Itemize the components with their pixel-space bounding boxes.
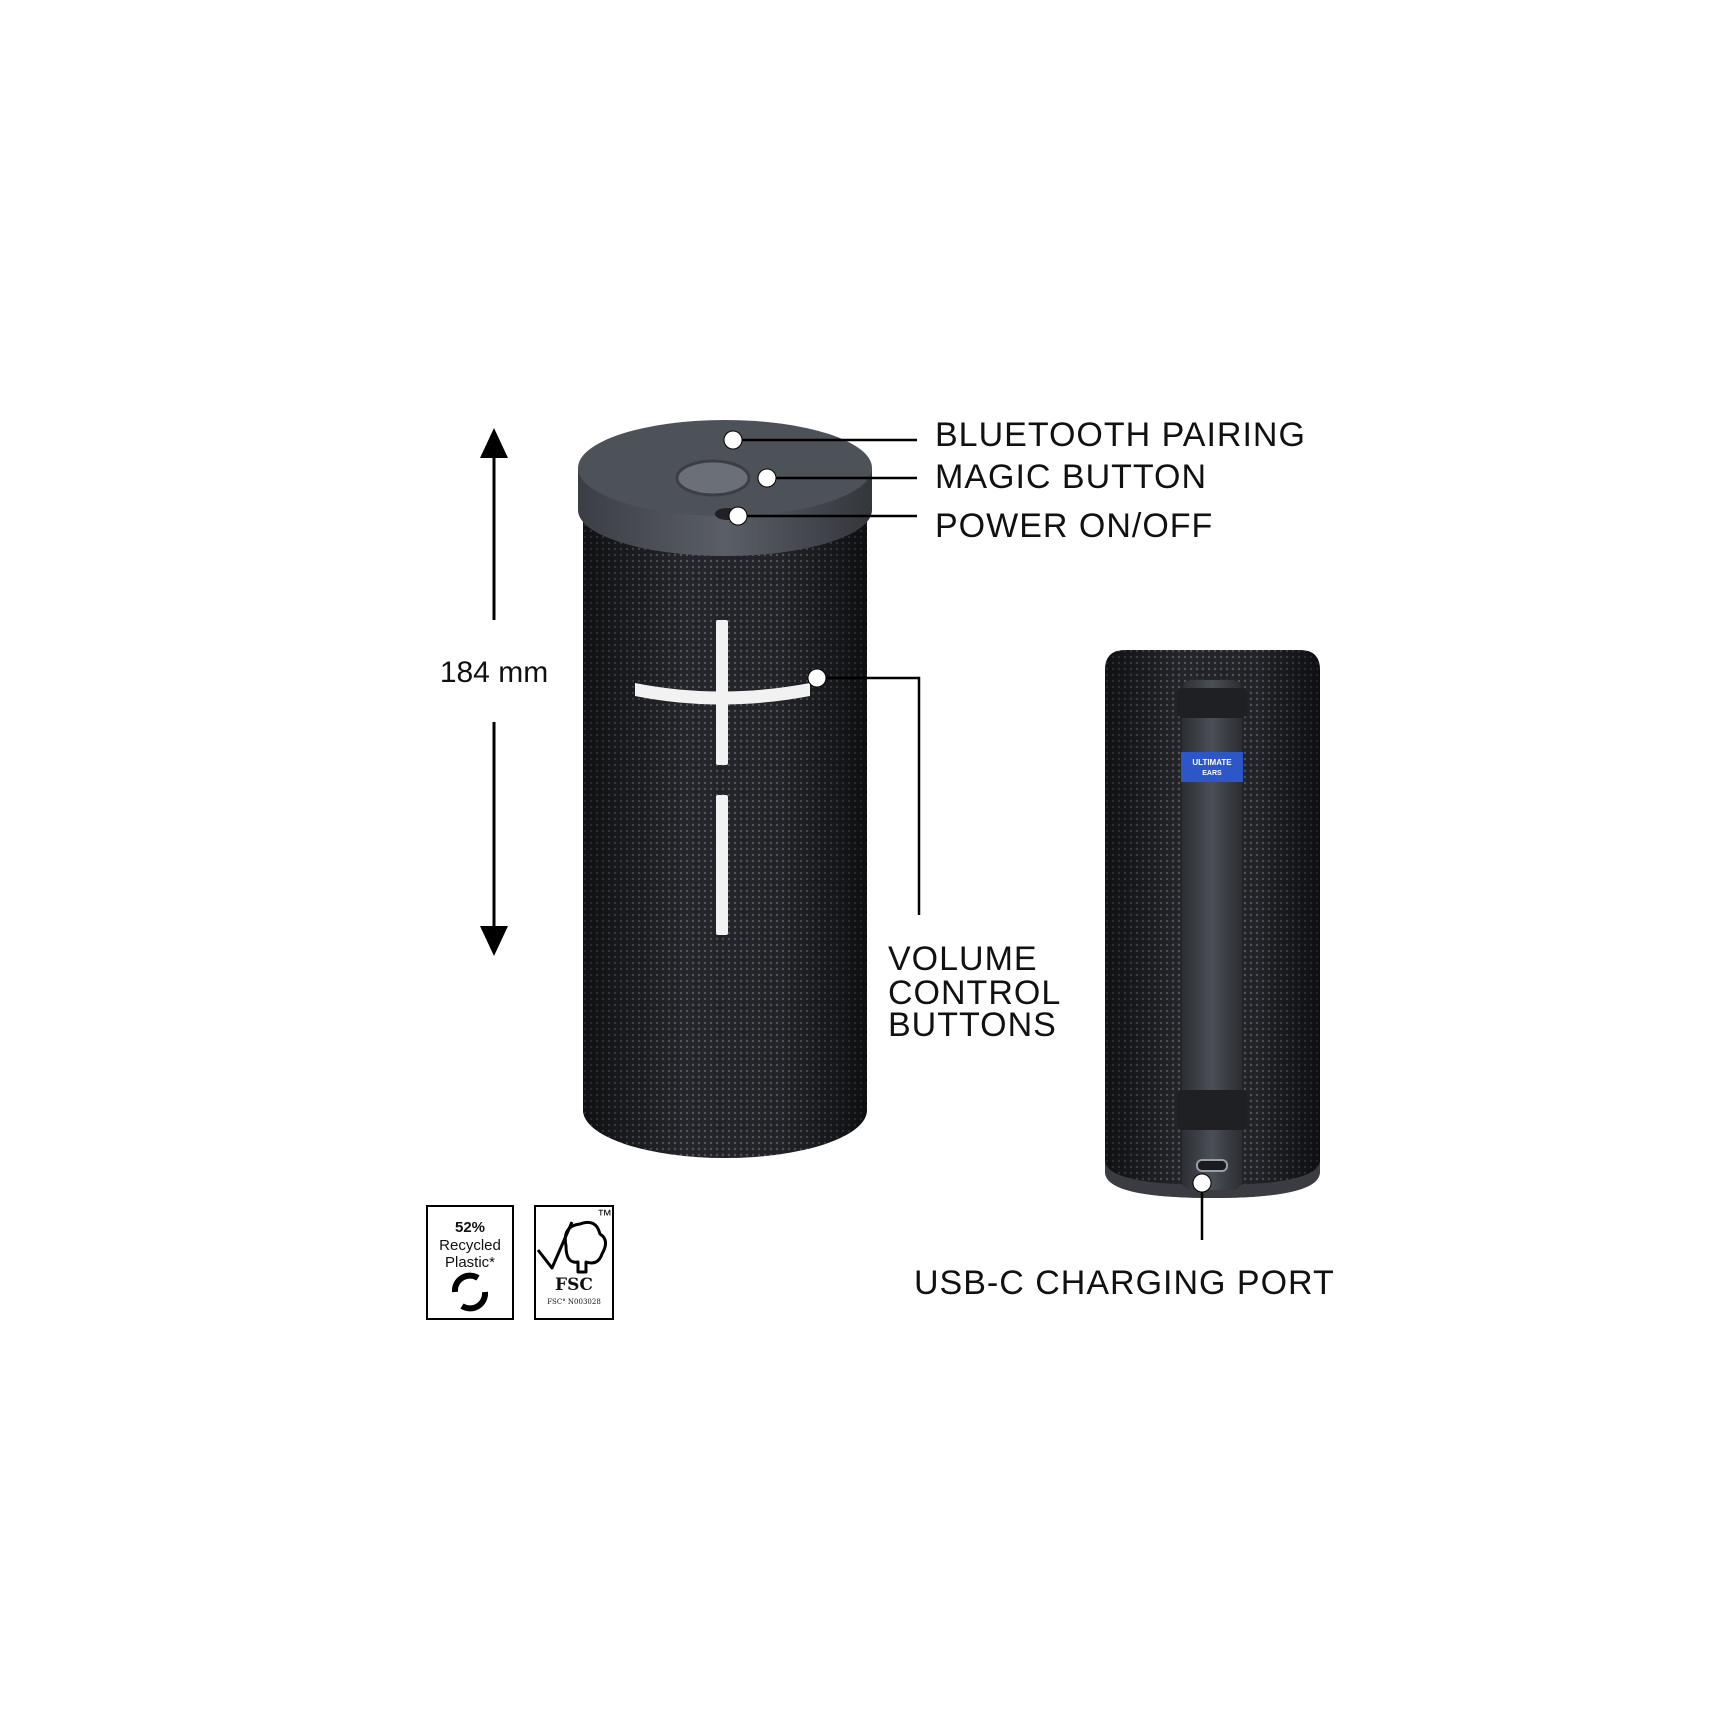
magic-button-dot bbox=[757, 468, 777, 488]
speaker-strap bbox=[1182, 680, 1242, 1190]
fsc-tree-icon bbox=[536, 1220, 607, 1274]
volume-plus-horizontal bbox=[635, 683, 810, 705]
recycled-badge-frame bbox=[426, 1205, 514, 1320]
brand-tag-background bbox=[1181, 752, 1243, 782]
magic-button-label: MAGIC BUTTON bbox=[935, 458, 1207, 496]
power-dot bbox=[728, 506, 748, 526]
bluetooth-dot bbox=[723, 430, 743, 450]
usb-c-port bbox=[1196, 1159, 1228, 1172]
dimension-arrow-up-icon bbox=[480, 428, 508, 458]
recycled-line1: Recycled bbox=[439, 1237, 501, 1254]
recycle-icon bbox=[451, 1272, 489, 1312]
fsc-name: FSC bbox=[555, 1275, 593, 1295]
volume-label-line1: VOLUME bbox=[888, 940, 1038, 978]
dimension-arrow-down-icon bbox=[480, 926, 508, 956]
volume-dot bbox=[807, 668, 827, 688]
fsc-tm: ™ bbox=[597, 1207, 612, 1224]
usb-dot bbox=[1192, 1173, 1212, 1193]
fsc-code: FSC° N003028 bbox=[547, 1298, 601, 1306]
recycled-percent: 52% bbox=[455, 1219, 485, 1236]
volume-label-line2: CONTROL bbox=[888, 974, 1061, 1012]
usb-c-label: USB-C CHARGING PORT bbox=[914, 1264, 1335, 1302]
volume-cross bbox=[635, 620, 810, 935]
volume-minus bbox=[716, 795, 728, 935]
recycled-plastic-badge: 52% Recycled Plastic* bbox=[426, 1205, 514, 1320]
callout-leaders bbox=[733, 438, 1204, 1240]
speaker-front bbox=[578, 420, 872, 1158]
recycled-line2: Plastic* bbox=[445, 1254, 495, 1271]
speaker-back: ULTIMATE EARS bbox=[1105, 650, 1320, 1198]
magic-button-control bbox=[675, 459, 751, 497]
bluetooth-pairing-label: BLUETOOTH PAIRING bbox=[935, 416, 1306, 454]
callout-dots bbox=[723, 430, 1212, 1193]
strap-top-loop bbox=[1177, 688, 1247, 718]
ultimate-ears-tag: ULTIMATE EARS bbox=[1181, 752, 1243, 782]
power-label: POWER ON/OFF bbox=[935, 507, 1213, 545]
height-dimension: 184 mm bbox=[440, 428, 548, 956]
fsc-badge: ™ FSC FSC° N003028 bbox=[534, 1205, 614, 1320]
height-label: 184 mm bbox=[440, 656, 548, 689]
brand-tag-line1: ULTIMATE bbox=[1192, 758, 1232, 767]
volume-label-line3: BUTTONS bbox=[888, 1006, 1057, 1044]
strap-bottom-loop bbox=[1177, 1090, 1247, 1130]
brand-tag-line2: EARS bbox=[1202, 770, 1222, 777]
